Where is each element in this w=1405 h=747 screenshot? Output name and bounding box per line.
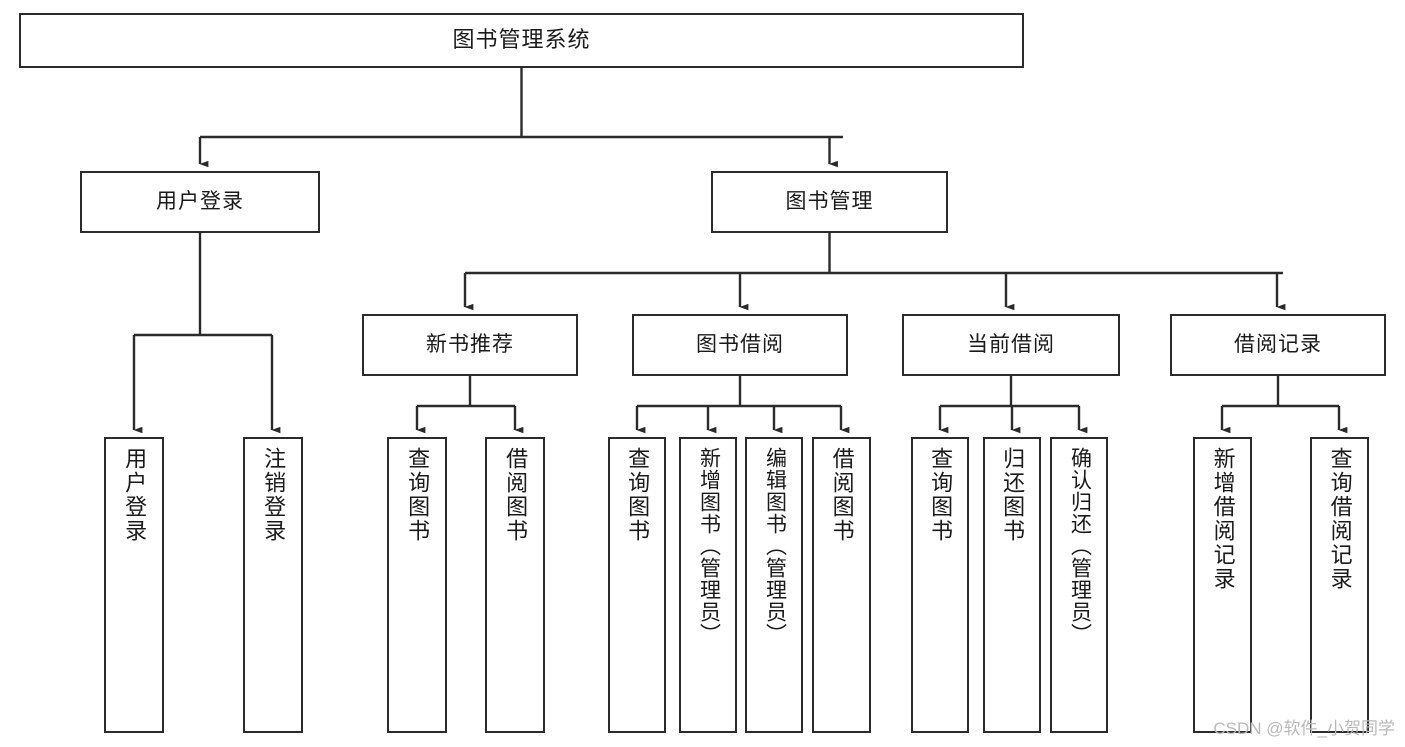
node-current-borrow[interactable]: 当前借阅 bbox=[902, 314, 1120, 376]
edge-bookmanage-to-level3 bbox=[463, 233, 1286, 311]
leaf-borrow-book-recommend[interactable]: 借阅图书 bbox=[485, 437, 545, 733]
node-book-manage[interactable]: 图书管理 bbox=[711, 171, 948, 233]
node-label: 图书管理系统 bbox=[452, 27, 591, 53]
leaf-query-book-current[interactable]: 查询图书 bbox=[911, 437, 969, 733]
node-label: 查询图书 bbox=[625, 447, 651, 543]
node-label: 图书借阅 bbox=[696, 333, 784, 357]
node-label: 新增图书（管理员） bbox=[697, 447, 721, 645]
node-label: 查询图书 bbox=[405, 447, 431, 543]
node-new-book-recommend[interactable]: 新书推荐 bbox=[362, 314, 578, 376]
node-label: 新增借阅记录 bbox=[1210, 447, 1236, 591]
node-label: 借阅图书 bbox=[503, 447, 529, 543]
node-label: 用户登录 bbox=[156, 190, 244, 214]
edge-newbookrec-to-leaves bbox=[415, 376, 524, 434]
leaf-user-logout[interactable]: 注销登录 bbox=[243, 437, 303, 733]
leaf-edit-book-admin[interactable]: 编辑图书（管理员） bbox=[745, 437, 803, 733]
leaf-query-borrow-record[interactable]: 查询借阅记录 bbox=[1310, 437, 1369, 733]
leaf-query-book-recommend[interactable]: 查询图书 bbox=[387, 437, 447, 733]
leaf-add-borrow-record[interactable]: 新增借阅记录 bbox=[1193, 437, 1252, 733]
node-label: 用户登录 bbox=[122, 447, 148, 543]
node-label: 确认归还（管理员） bbox=[1068, 447, 1092, 645]
edge-bookborrow-to-leaves bbox=[635, 376, 850, 434]
node-label: 查询图书 bbox=[928, 447, 954, 543]
node-label: 编辑图书（管理员） bbox=[763, 447, 787, 645]
node-label: 借阅图书 bbox=[829, 447, 855, 543]
node-root-system[interactable]: 图书管理系统 bbox=[19, 13, 1024, 68]
leaf-add-book-admin[interactable]: 新增图书（管理员） bbox=[679, 437, 737, 733]
edge-userlogin-to-leaves bbox=[132, 233, 281, 434]
node-book-borrow[interactable]: 图书借阅 bbox=[632, 314, 848, 376]
node-label: 图书管理 bbox=[785, 190, 874, 214]
csdn-watermark: CSDN @软件_小贺同学 bbox=[1213, 719, 1395, 738]
leaf-return-book[interactable]: 归还图书 bbox=[983, 437, 1041, 733]
edge-borrowrecord-to-leaves bbox=[1220, 376, 1348, 434]
leaf-user-login[interactable]: 用户登录 bbox=[104, 437, 164, 733]
node-user-login[interactable]: 用户登录 bbox=[80, 171, 320, 233]
node-borrow-record[interactable]: 借阅记录 bbox=[1170, 314, 1386, 376]
node-label: 当前借阅 bbox=[967, 333, 1055, 357]
leaf-borrow-book[interactable]: 借阅图书 bbox=[812, 437, 871, 733]
leaf-confirm-return-admin[interactable]: 确认归还（管理员） bbox=[1050, 437, 1108, 733]
node-label: 借阅记录 bbox=[1234, 333, 1322, 357]
edge-currentborrow-to-leaves bbox=[938, 376, 1088, 434]
node-label: 注销登录 bbox=[261, 447, 287, 543]
node-label: 归还图书 bbox=[1000, 447, 1026, 543]
leaf-query-book-borrow[interactable]: 查询图书 bbox=[608, 437, 666, 733]
node-label: 查询借阅记录 bbox=[1327, 447, 1353, 591]
node-label: 新书推荐 bbox=[426, 333, 514, 357]
edge-root-to-level2 bbox=[198, 68, 843, 168]
